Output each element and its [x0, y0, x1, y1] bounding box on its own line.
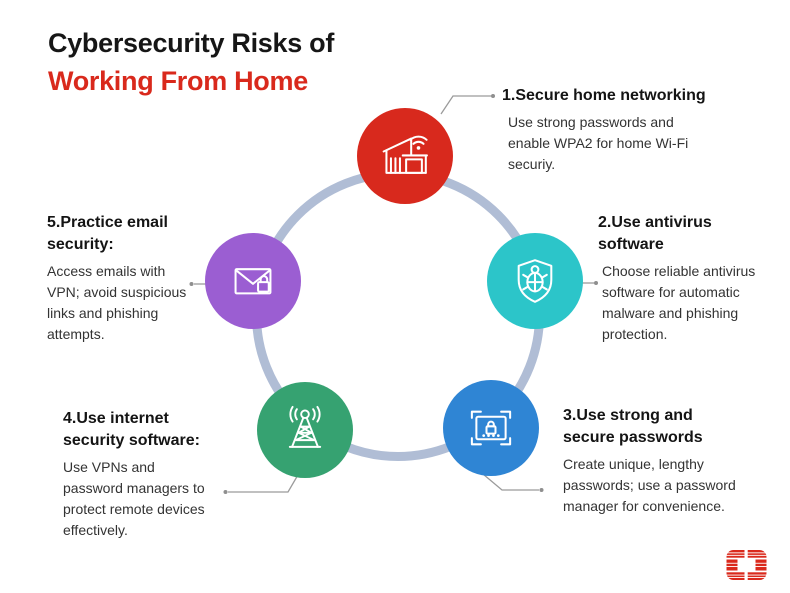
node-email-security [205, 233, 301, 329]
title-line-black: Cybersecurity Risks of [48, 28, 335, 58]
topic-4-heading: 4.Use internet security software: [63, 410, 200, 449]
topic-internet-security: 4.Use internet security software: Use VP… [63, 408, 223, 541]
fortinet-logo [725, 548, 768, 582]
connector-1 [440, 95, 491, 115]
node-antivirus-software [487, 233, 583, 329]
topic-5-body: Access emails with VPN; avoid suspicious… [47, 263, 187, 342]
topic-4-body: Use VPNs and password managers to protec… [63, 459, 205, 538]
fortinet-logo-icon [725, 548, 768, 582]
connector-dot-4 [223, 490, 228, 494]
node-internet-security [257, 382, 353, 478]
connector-dot-3 [539, 488, 544, 492]
house-wifi-icon [382, 135, 428, 174]
shield-bug-icon [517, 259, 553, 303]
node-strong-passwords [443, 380, 539, 476]
topic-1-body: Use strong passwords and enable WPA2 for… [508, 114, 689, 172]
email-lock-icon [234, 268, 272, 295]
topic-2-body: Choose reliable antivirus software for a… [602, 263, 756, 342]
topic-strong-passwords: 3.Use strong and secure passwords Create… [563, 405, 753, 517]
connector-dot-1 [491, 94, 495, 98]
topic-3-heading: 3.Use strong and secure passwords [563, 407, 703, 446]
node-secure-home-networking [357, 108, 453, 204]
topic-1-heading: 1.Secure home networking [502, 87, 706, 104]
title-line-red: Working From Home [48, 66, 308, 96]
signal-tower-icon [288, 405, 322, 448]
topic-2-heading: 2.Use antivirus software [598, 214, 712, 253]
topic-antivirus-software: 2.Use antivirus software Choose reliable… [598, 212, 787, 345]
topic-secure-home-networking: 1.Secure home networking Use strong pass… [502, 85, 762, 175]
topic-5-heading: 5.Practice email security: [47, 214, 168, 253]
screen-password-icon [470, 410, 512, 446]
topic-email-security: 5.Practice email security: Access emails… [47, 212, 197, 345]
topic-3-body: Create unique, lengthy passwords; use a … [563, 456, 736, 514]
page-title: Cybersecurity Risks of Working From Home [48, 24, 334, 100]
